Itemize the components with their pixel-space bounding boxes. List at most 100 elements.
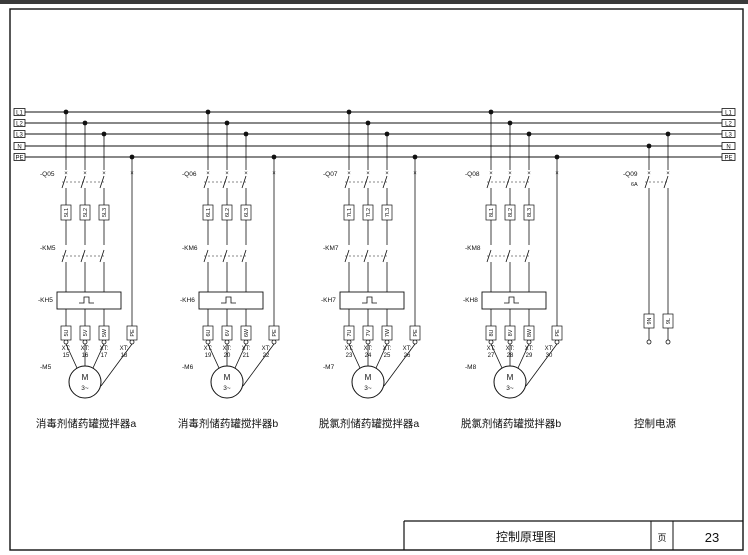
terminal-prefix: XT: (487, 346, 496, 352)
bus-tag-left (13, 153, 26, 161)
motor-pe-lead (242, 343, 275, 387)
wire-tag (221, 325, 233, 341)
motor-pe-lead (383, 343, 416, 387)
terminal-number: 29 (526, 353, 533, 359)
wire-tag (60, 325, 72, 341)
page-number: 23 (705, 530, 719, 545)
bus-tag-left (13, 119, 26, 127)
relay-label: -KH7 (321, 297, 336, 304)
pe-x-mark: × (413, 171, 417, 177)
terminal-number: 26 (404, 353, 411, 359)
breaker-label: -Q05 (40, 171, 55, 178)
wire-label: 7L1 (347, 208, 353, 217)
terminal-number: 19 (205, 353, 212, 359)
bus-label-right: PE (724, 156, 732, 162)
motor-circuits: ×5L15UXT:15×5L25VXT:16×5L35WXT:17×PEXT:1… (36, 109, 563, 430)
wire-tag (643, 313, 655, 329)
terminal-number: 15 (63, 353, 70, 359)
drawing-border (9, 8, 744, 551)
terminal-ring (488, 339, 494, 345)
bus-tag-right (721, 142, 736, 150)
motor-label: -M7 (323, 364, 335, 371)
wire-label: 8U (489, 329, 495, 336)
thermal-element-symbol (79, 296, 94, 304)
wire-tag (504, 325, 516, 341)
terminal-ring (271, 339, 277, 345)
terminal-ring (205, 339, 211, 345)
motor-lead (490, 343, 503, 369)
drawing-title: 控制原理图 (496, 530, 556, 544)
breaker-label: -Q07 (323, 171, 338, 178)
page-label: 页 (657, 533, 666, 543)
terminal-number: 30 (546, 353, 553, 359)
motor-phase-label: 3~ (364, 385, 372, 392)
motor-label: -M6 (182, 364, 194, 371)
terminal-ring (646, 339, 652, 345)
breaker-x-mark: × (366, 171, 370, 177)
wire-label: 5L2 (83, 208, 89, 217)
terminal-prefix: XT: (120, 346, 129, 352)
motor-symbol (210, 365, 244, 399)
terminal-number: 17 (101, 353, 108, 359)
wire-tag (240, 204, 252, 221)
wire-label: 6W (244, 328, 250, 337)
breaker-x-mark: × (508, 171, 512, 177)
wire-tag (202, 325, 214, 341)
wire-tag (523, 325, 535, 341)
wire-tag (343, 325, 355, 341)
contactor-label: -KM5 (40, 245, 56, 252)
terminal-prefix: XT: (545, 346, 554, 352)
wire-label: 8L3 (527, 208, 533, 217)
wire-label: 7L3 (385, 208, 391, 217)
motor-circuit: ×7L17UXT:23×7L27VXT:24×7L37WXT:25×PEXT:2… (319, 109, 421, 430)
wire-tag (202, 204, 214, 221)
wire-tag (409, 325, 421, 341)
wire-tag (268, 325, 280, 341)
bus-tag-left (13, 142, 26, 150)
wire-tag (485, 325, 497, 341)
motor-circuit: ×5L15UXT:15×5L25VXT:16×5L35WXT:17×PEXT:1… (36, 109, 138, 430)
motor-symbol-label: M (507, 373, 514, 382)
breaker-x-mark: × (385, 171, 389, 177)
bus-tag-right (721, 153, 736, 161)
bus-label-left: L1 (16, 111, 23, 117)
wire-tag (485, 204, 497, 221)
motor-phase-label: 3~ (506, 385, 514, 392)
bus-label-right: L3 (725, 133, 732, 139)
motor-lead (207, 343, 220, 369)
motor-label: -M8 (465, 364, 477, 371)
terminal-ring (412, 339, 418, 345)
bus-label-left: N (17, 145, 21, 151)
bus-tag-left (13, 108, 26, 116)
wire-tag (551, 325, 563, 341)
terminal-ring (243, 339, 249, 345)
wire-label: 6L2 (225, 208, 231, 217)
title-block: 控制原理图 页 23 (403, 520, 743, 550)
breaker-x-mark: × (666, 171, 670, 177)
terminal-ring (526, 339, 532, 345)
wire-label: 6L1 (206, 208, 212, 217)
wire-label: 5W (102, 328, 108, 337)
wire-label: 8L2 (508, 208, 514, 217)
thermal-element-symbol (362, 296, 377, 304)
control-breaker-label: -Q09 (623, 171, 638, 178)
terminal-prefix: XT: (204, 346, 213, 352)
pe-x-mark: × (272, 171, 276, 177)
wire-tag (126, 325, 138, 341)
motor-lead (92, 343, 105, 369)
window-top-edge (0, 0, 748, 4)
motor-pe-lead (100, 343, 133, 387)
relay-label: -KH8 (463, 297, 478, 304)
thermal-element-symbol (221, 296, 236, 304)
wire-tag (79, 325, 91, 341)
breaker-label: -Q06 (182, 171, 197, 178)
wire-label: 7V (366, 329, 372, 336)
terminal-ring (507, 339, 513, 345)
thermal-element-symbol (504, 296, 519, 304)
motor-symbol-label: M (224, 373, 231, 382)
terminal-ring (129, 339, 135, 345)
motor-pe-lead (525, 343, 558, 387)
circuit-name: 脱氯剂储药罐搅拌器a (319, 417, 419, 430)
terminal-number: 21 (243, 353, 250, 359)
